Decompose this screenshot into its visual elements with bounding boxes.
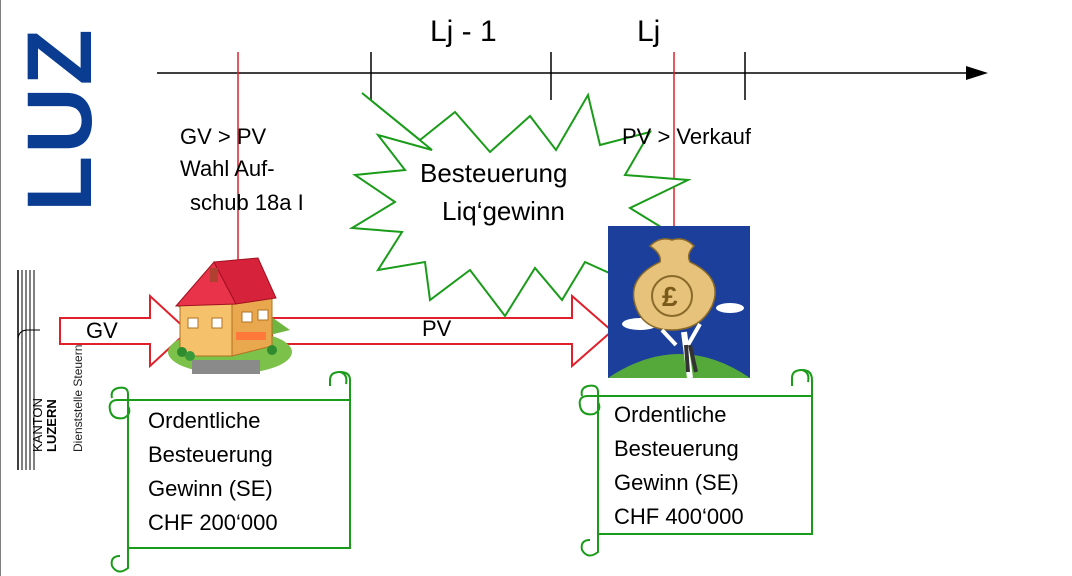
scroll-left-shape <box>108 370 351 573</box>
timeline-arrowhead <box>966 66 988 80</box>
scroll-right-shape <box>578 368 813 557</box>
scroll-right-line4: CHF 400‘000 <box>614 504 744 529</box>
house-icon <box>168 257 292 374</box>
scroll-left-line2: Besteuerung <box>148 442 273 467</box>
note-left-line1: GV > PV <box>180 124 267 149</box>
label-period-curr: Lj <box>637 15 661 48</box>
star-text-line1: Besteuerung <box>420 158 568 188</box>
scroll-right-line1: Ordentliche <box>614 402 727 427</box>
scroll-left-line3: Gewinn (SE) <box>148 476 273 501</box>
scroll-right-line3: Gewinn (SE) <box>614 470 739 495</box>
scroll-left-line1: Ordentliche <box>148 408 261 433</box>
scroll-left-line4: CHF 200‘000 <box>148 510 278 535</box>
logo-graphic <box>0 0 40 576</box>
label-pv: PV <box>422 316 452 341</box>
currency-symbol: £ <box>662 281 678 312</box>
note-left-line2: Wahl Auf- <box>180 156 275 181</box>
label-gv: GV <box>86 318 118 343</box>
money-bag-icon <box>608 226 750 379</box>
scroll-right-line2: Besteuerung <box>614 436 739 461</box>
star-burst <box>348 92 692 318</box>
label-period-prev: Lj - 1 <box>430 15 497 48</box>
pv-arrow <box>271 293 614 369</box>
star-text-line2: Liq‘gewinn <box>442 196 565 226</box>
note-right: PV > Verkauf <box>622 124 752 149</box>
note-left-line3: schub 18a I <box>190 190 304 215</box>
